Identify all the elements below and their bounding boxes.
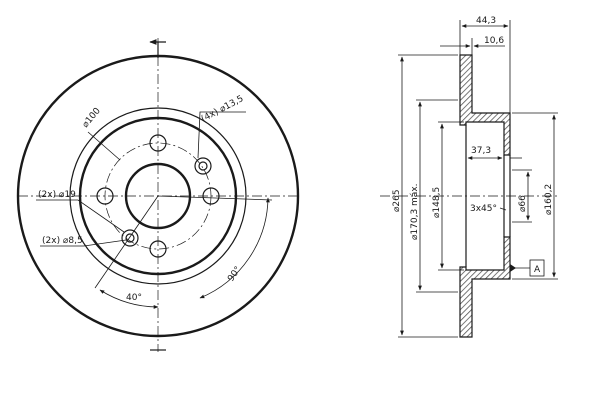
label-overall-thickness: 44,3 [476, 16, 496, 26]
friction-ring-inner-edge [69, 107, 247, 285]
hat-outer-edge [78, 116, 238, 276]
datum-triangle [510, 264, 516, 272]
label-center-bore: ⌀66 [518, 195, 528, 212]
leader-pilot-holes [36, 199, 125, 233]
bolt-hole-bottom [149, 240, 167, 258]
label-angle-90: 90° [226, 265, 243, 284]
leader-pcd [87, 131, 121, 161]
label-angle-40: 40° [126, 293, 142, 303]
label-locating-holes: (2x) ⌀8,5 [42, 236, 83, 246]
label-chamfer: 3x45° [470, 204, 497, 214]
label-pilot-holes: (2x) ⌀19 [38, 190, 76, 200]
angle-ray-90 [157, 195, 273, 201]
leader-locating-holes [40, 239, 127, 247]
locating-hole-upper-right [194, 157, 212, 175]
bolt-circle [104, 142, 212, 250]
label-outer-diameter: ⌀265 [392, 189, 402, 212]
bolt-hole-top [149, 134, 167, 152]
front-view: ⌀100 (4x) ⌀13,5 (2x) ⌀19 (2x) ⌀8,5 90° 4… [16, 38, 300, 352]
side-view: 44,3 10,6 ⌀265 ⌀170,3 máx. ⌀148,5 37,3 3… [380, 16, 560, 338]
label-bolt-holes: (4x) ⌀13,5 [200, 94, 246, 125]
locating-hole-upper-right-inner [198, 161, 208, 171]
label-disc-thickness: 10,6 [484, 36, 504, 46]
center-bore [124, 162, 192, 230]
label-datum: A [534, 265, 541, 275]
leader-bolt-holes [197, 111, 246, 159]
disc-section-lower [459, 236, 511, 338]
label-pcd: ⌀100 [81, 106, 103, 130]
leader-chamfer [499, 207, 507, 211]
bolt-hole-left [96, 187, 114, 205]
datum-box [529, 259, 545, 277]
angle-arc-40 [99, 289, 159, 309]
label-hat-depth: 37,3 [471, 146, 491, 156]
locating-hole-lower-left-inner [125, 233, 135, 243]
locating-hole-lower-left [121, 229, 139, 247]
label-hat-diameter: ⌀160,2 [544, 184, 554, 215]
disc-section-upper [459, 54, 511, 156]
angle-arc-90 [199, 197, 270, 299]
label-inner-diameter: ⌀148,5 [432, 187, 442, 218]
label-max-friction-diameter: ⌀170,3 máx. [410, 183, 420, 240]
disc-outer-edge [16, 54, 300, 338]
angle-ray-40 [94, 195, 159, 289]
